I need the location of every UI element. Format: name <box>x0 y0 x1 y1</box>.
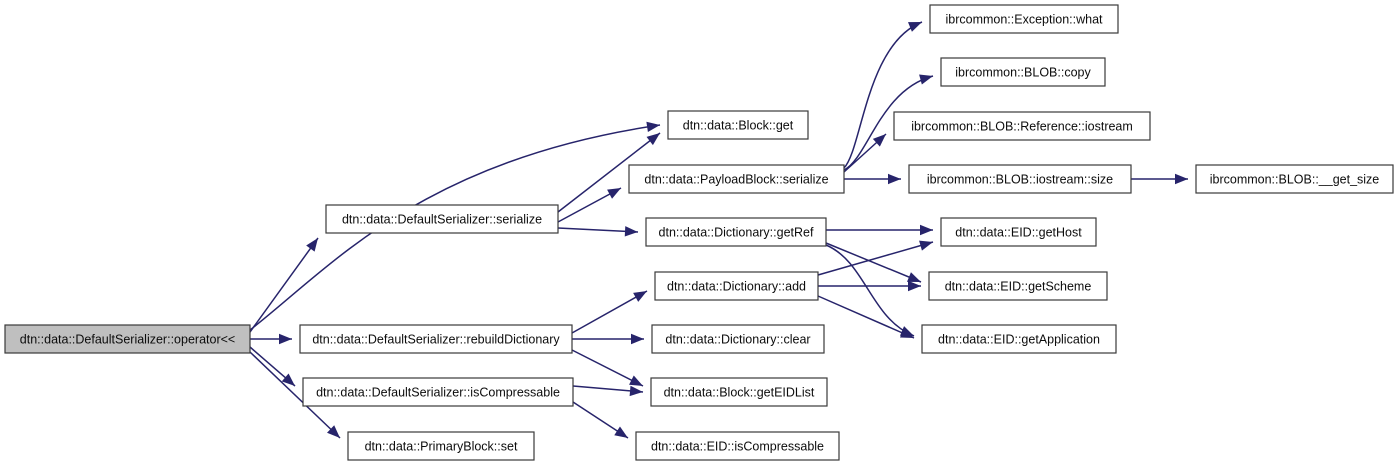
call-edge <box>571 290 648 334</box>
call-edge-arrowhead <box>629 385 643 397</box>
call-edge-arrowhead <box>919 74 933 85</box>
graph-node-box[interactable] <box>1195 164 1394 194</box>
call-edge <box>825 244 915 337</box>
graph-node-box[interactable] <box>667 110 809 140</box>
call-edge-arrowhead <box>908 280 921 292</box>
call-edge-arrowhead <box>631 333 644 345</box>
call-edge-arrowhead <box>1175 173 1188 185</box>
graph-node[interactable]: dtn::data::Dictionary::clear <box>651 324 825 354</box>
call-edge <box>817 241 934 276</box>
call-edge-arrowhead <box>888 173 901 185</box>
graph-node-box[interactable] <box>929 4 1119 34</box>
graph-node[interactable]: dtn::data::Dictionary::getRef <box>645 217 827 247</box>
graph-node-label: dtn::data::Dictionary::getRef <box>659 225 814 239</box>
call-edge-arrowhead <box>607 188 621 199</box>
graph-node-label: dtn::data::EID::getApplication <box>938 332 1100 346</box>
call-edge-arrowhead <box>327 425 340 438</box>
graph-node-label: ibrcommon::BLOB::Reference::iostream <box>911 119 1133 133</box>
graph-node-label: dtn::data::PayloadBlock::serialize <box>644 172 828 186</box>
call-edge-arrowhead <box>900 328 914 338</box>
call-edge-arrowhead <box>279 333 292 345</box>
graph-node-box[interactable] <box>299 324 573 354</box>
call-edge-arrowhead <box>629 375 643 386</box>
graph-node-box[interactable] <box>635 431 840 461</box>
call-edge-arrowhead <box>633 291 647 302</box>
graph-node[interactable]: dtn::data::Block::getEIDList <box>650 377 828 407</box>
graph-node-label: dtn::data::DefaultSerializer::isCompress… <box>316 385 560 399</box>
graph-node-label: dtn::data::DefaultSerializer::rebuildDic… <box>312 332 560 346</box>
graph-node[interactable]: dtn::data::DefaultSerializer::rebuildDic… <box>299 324 573 354</box>
call-edge-arrowhead <box>306 238 318 252</box>
graph-node[interactable]: ibrcommon::BLOB::Reference::iostream <box>893 111 1151 141</box>
graph-node-box[interactable] <box>940 57 1106 87</box>
graph-node[interactable]: dtn::data::DefaultSerializer::isCompress… <box>302 377 574 407</box>
call-edge-arrowhead <box>920 224 933 236</box>
graph-node[interactable]: dtn::data::Dictionary::add <box>654 271 819 301</box>
call-edge <box>843 75 934 171</box>
graph-node[interactable]: ibrcommon::Exception::what <box>929 4 1119 34</box>
call-edge <box>557 227 639 233</box>
graph-node-box[interactable] <box>908 164 1132 194</box>
graph-node-box[interactable] <box>302 377 574 407</box>
graph-node-box[interactable] <box>654 271 819 301</box>
graph-node[interactable]: dtn::data::EID::getScheme <box>928 271 1108 301</box>
graph-node-box[interactable] <box>928 271 1108 301</box>
graph-node-box[interactable] <box>651 324 825 354</box>
graph-node-box-current[interactable] <box>4 324 251 354</box>
call-edge-arrowhead <box>646 121 660 133</box>
graph-node-box[interactable] <box>325 204 559 234</box>
graph-node[interactable]: dtn::data::PrimaryBlock::set <box>347 431 535 461</box>
graph-node[interactable]: dtn::data::EID::getApplication <box>921 324 1117 354</box>
call-edge <box>843 21 923 169</box>
call-edge-arrowhead <box>624 226 638 237</box>
graph-node-label: dtn::data::EID::getHost <box>955 225 1082 239</box>
graph-node-label: dtn::data::Dictionary::clear <box>665 332 810 346</box>
graph-node-label: dtn::data::Dictionary::add <box>667 279 806 293</box>
graph-node-label: dtn::data::PrimaryBlock::set <box>365 439 518 453</box>
graph-node-label: dtn::data::EID::isCompressable <box>651 439 824 453</box>
graph-node-label: dtn::data::Block::get <box>683 118 794 132</box>
call-edge <box>249 237 319 333</box>
call-edge-arrowhead <box>906 272 921 282</box>
nodes-layer: dtn::data::DefaultSerializer::operator<<… <box>4 4 1394 461</box>
call-edge-arrowhead <box>872 134 886 147</box>
graph-node-box[interactable] <box>650 377 828 407</box>
call-edge <box>557 132 661 213</box>
call-edge <box>817 295 915 339</box>
call-edge <box>249 351 341 439</box>
call-edge-arrowhead <box>907 22 922 32</box>
graph-node-box[interactable] <box>628 164 845 194</box>
graph-node[interactable]: dtn::data::Block::get <box>667 110 809 140</box>
graph-node-label: dtn::data::Block::getEIDList <box>664 385 815 399</box>
graph-node[interactable]: ibrcommon::BLOB::copy <box>940 57 1106 87</box>
call-edge-arrowhead <box>646 133 660 146</box>
graph-node[interactable]: dtn::data::DefaultSerializer::serialize <box>325 204 559 234</box>
call-edge <box>825 242 922 283</box>
graph-node-label: ibrcommon::BLOB::copy <box>955 65 1091 79</box>
graph-node-box[interactable] <box>940 217 1097 247</box>
graph-node[interactable]: ibrcommon::BLOB::iostream::size <box>908 164 1132 194</box>
graph-node[interactable]: dtn::data::EID::getHost <box>940 217 1097 247</box>
graph-node-box[interactable] <box>347 431 535 461</box>
graph-node-label: ibrcommon::BLOB::__get_size <box>1210 172 1380 186</box>
graph-node-label: dtn::data::DefaultSerializer::serialize <box>342 212 542 226</box>
graph-node[interactable]: dtn::data::EID::isCompressable <box>635 431 840 461</box>
edges-layer <box>249 21 1188 439</box>
graph-node-box[interactable] <box>893 111 1151 141</box>
graph-node-label: dtn::data::DefaultSerializer::operator<< <box>20 332 235 346</box>
graph-node-label: ibrcommon::BLOB::iostream::size <box>927 172 1113 186</box>
graph-node[interactable]: dtn::data::DefaultSerializer::operator<< <box>4 324 251 354</box>
graph-node-label: ibrcommon::Exception::what <box>945 12 1103 26</box>
call-edge <box>571 349 644 387</box>
graph-node[interactable]: ibrcommon::BLOB::__get_size <box>1195 164 1394 194</box>
call-edge-arrowhead <box>614 426 628 438</box>
graph-node[interactable]: dtn::data::PayloadBlock::serialize <box>628 164 845 194</box>
graph-node-box[interactable] <box>645 217 827 247</box>
call-edge-arrowhead <box>281 373 295 386</box>
graph-node-box[interactable] <box>921 324 1117 354</box>
graph-node-label: dtn::data::EID::getScheme <box>945 279 1092 293</box>
call-edge-arrowhead <box>919 240 933 251</box>
